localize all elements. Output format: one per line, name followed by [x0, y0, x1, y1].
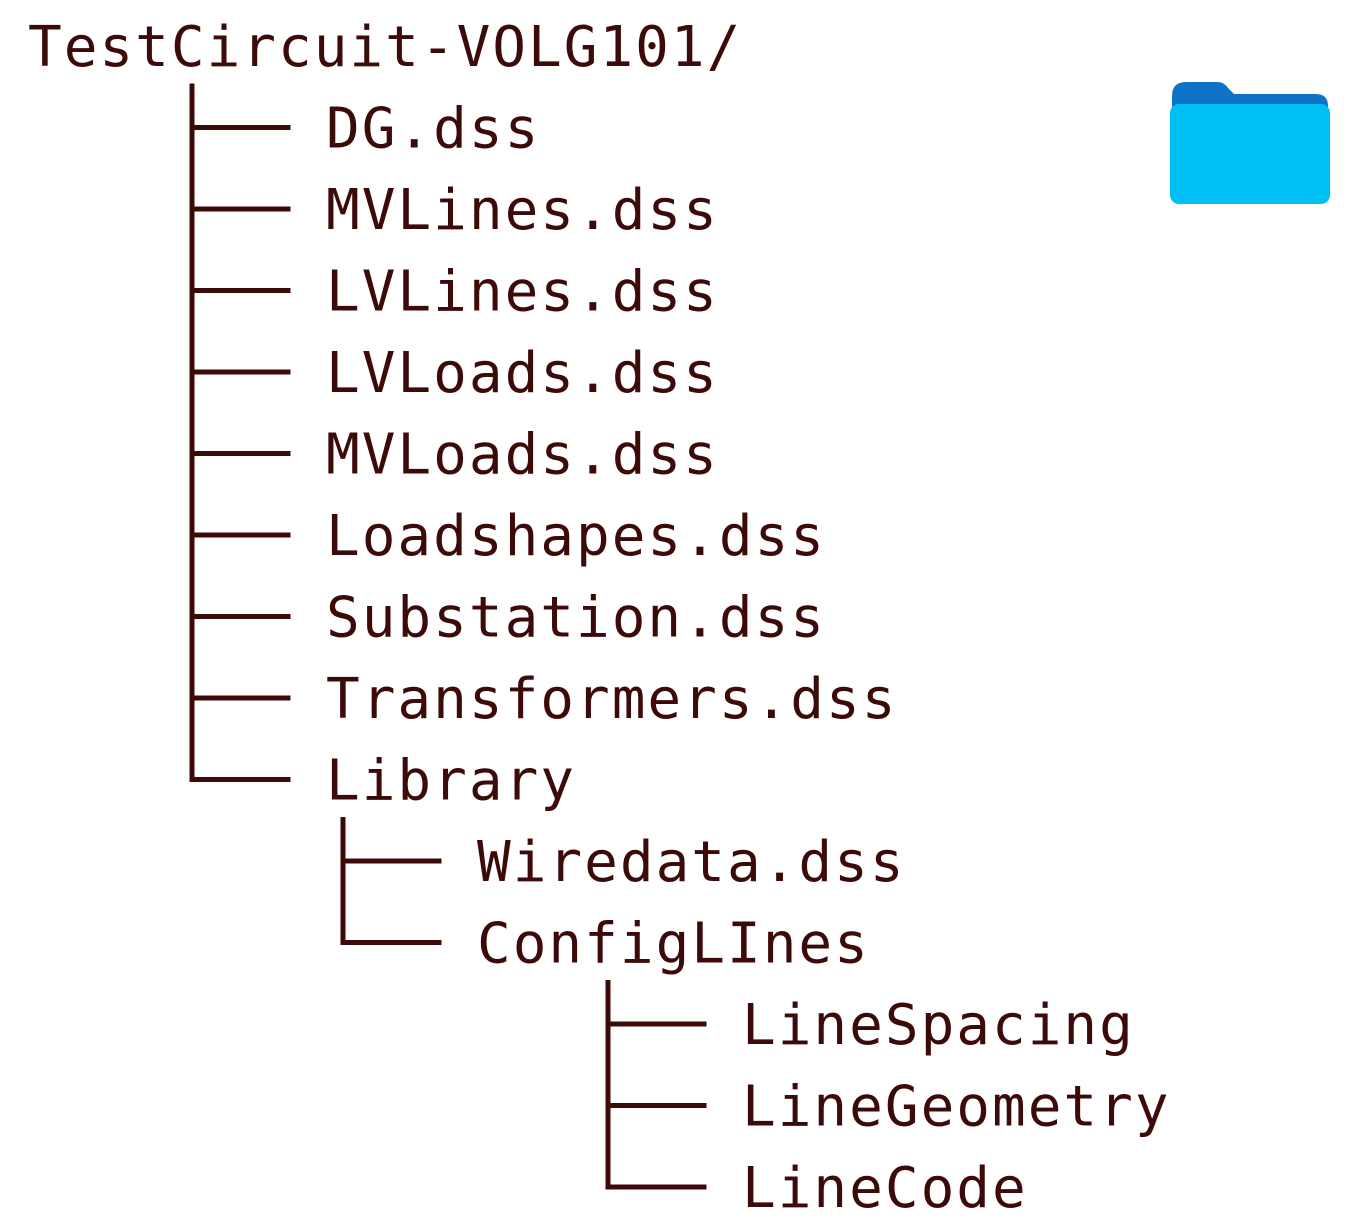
- tree-file-label: Wiredata.dss: [477, 830, 906, 895]
- tree-file-label: LineCode: [742, 1156, 1028, 1221]
- tree-file-label: DG.dss: [326, 97, 540, 162]
- tree-file-label: Loadshapes.dss: [326, 504, 826, 569]
- tree-file-label: MVLoads.dss: [326, 423, 719, 488]
- tree-folder-label: ConfigLInes: [477, 912, 870, 977]
- tree-file-label: Substation.dss: [326, 586, 826, 651]
- folder-icon-body: [1170, 104, 1330, 204]
- tree-file-label: LineSpacing: [742, 993, 1135, 1058]
- tree-folder-label: Library: [326, 749, 576, 814]
- folder-icon: [1170, 82, 1330, 204]
- tree-file-label: LVLines.dss: [326, 260, 719, 325]
- tree-labels: TestCircuit-VOLG101/DG.dssMVLines.dssLVL…: [28, 15, 1171, 1221]
- tree-file-label: MVLines.dss: [326, 178, 719, 243]
- tree-connector-lines: [189, 83, 707, 1190]
- tree-file-label: LineGeometry: [742, 1075, 1171, 1140]
- tree-file-label: Transformers.dss: [326, 667, 897, 732]
- tree-file-label: LVLoads.dss: [326, 341, 719, 406]
- tree-root-label: TestCircuit-VOLG101/: [28, 15, 742, 80]
